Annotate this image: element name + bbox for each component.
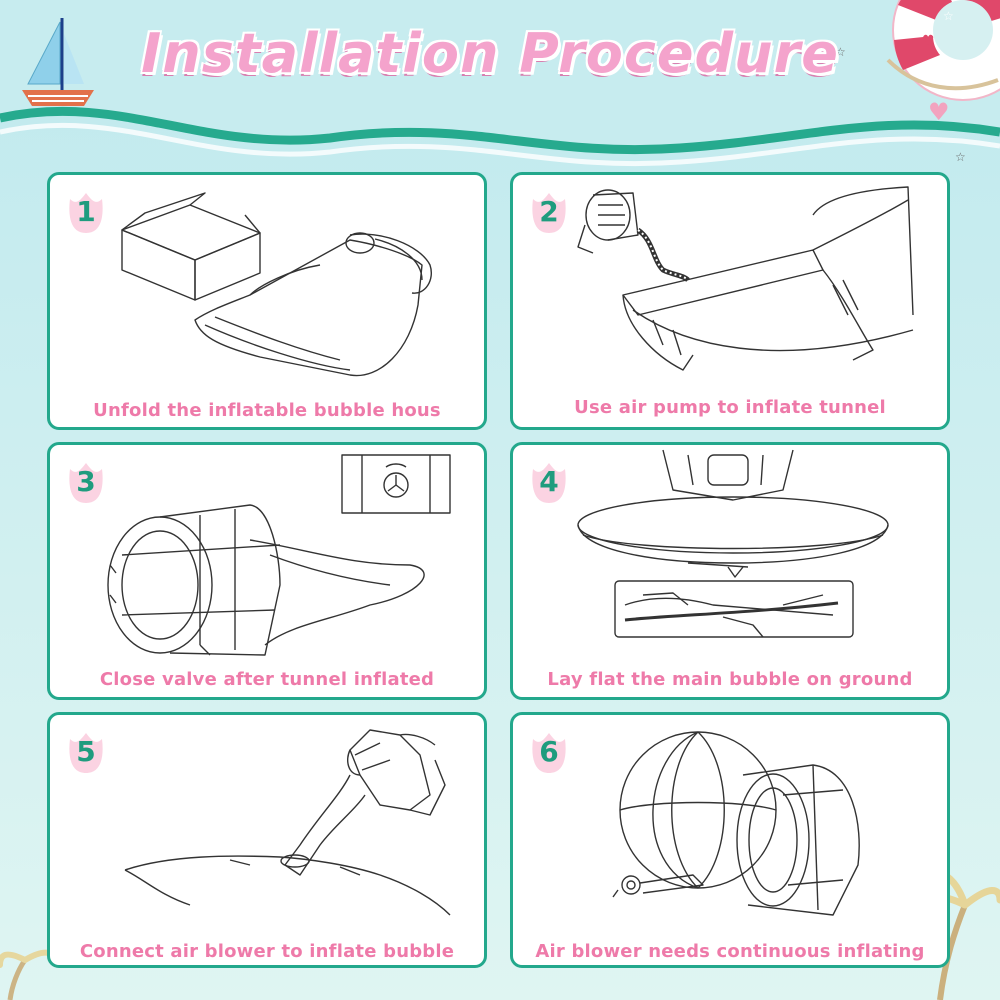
svg-text:☆: ☆ — [943, 9, 954, 23]
step-card-6: 6 Air blower needs continuous inflating — [510, 712, 950, 968]
close-valve-illustration — [107, 454, 451, 656]
step-card-3: 3 Close valve after tunnel inflated — [47, 442, 487, 700]
step-number-badge: 3 — [66, 461, 106, 505]
step-number-badge: 1 — [66, 191, 106, 235]
heart-icon: ♥ — [928, 98, 950, 126]
step-caption: Unfold the inflatable bubble hous — [93, 400, 441, 421]
tulip-icon — [69, 193, 103, 233]
continuous-inflating-illustration — [612, 731, 860, 916]
step-card-4: 4 Lay flat the main bubble on ground — [510, 442, 950, 700]
sailboat-icon — [22, 18, 94, 106]
step-card-1: 1 Unfold the inflatable bubble hous — [47, 172, 487, 430]
step-card-5: 5 Connect air blower to inflate bubble — [47, 712, 487, 968]
step-number-badge: 2 — [529, 191, 569, 235]
step-card-2: 2 Use air pump to inflate tunnel — [510, 172, 950, 430]
tulip-icon — [69, 463, 103, 503]
tulip-icon — [532, 463, 566, 503]
step-number-badge: 5 — [66, 731, 106, 775]
star-icon: ☆ — [835, 45, 846, 59]
step-caption: Lay flat the main bubble on ground — [547, 669, 913, 690]
connect-blower-illustration — [124, 729, 451, 916]
step-caption: Close valve after tunnel inflated — [99, 669, 435, 690]
page-title: Installation Procedure — [141, 22, 839, 85]
tulip-icon — [69, 733, 103, 773]
air-pump-illustration — [577, 186, 914, 371]
tulip-icon — [532, 733, 566, 773]
step-number-badge: 6 — [529, 731, 569, 775]
step-caption: Air blower needs continuous inflating — [535, 941, 925, 962]
star-icon: ☆ — [955, 150, 966, 164]
step-number-badge: 4 — [529, 461, 569, 505]
lay-flat-illustration — [577, 449, 889, 638]
tulip-icon — [532, 193, 566, 233]
unfold-bubble-illustration — [121, 192, 432, 377]
lifebuoy-icon: ♥ ☆ — [886, 0, 1000, 101]
step-caption: Use air pump to inflate tunnel — [574, 397, 886, 418]
svg-text:♥: ♥ — [922, 33, 935, 49]
step-caption: Connect air blower to inflate bubble — [79, 941, 455, 962]
